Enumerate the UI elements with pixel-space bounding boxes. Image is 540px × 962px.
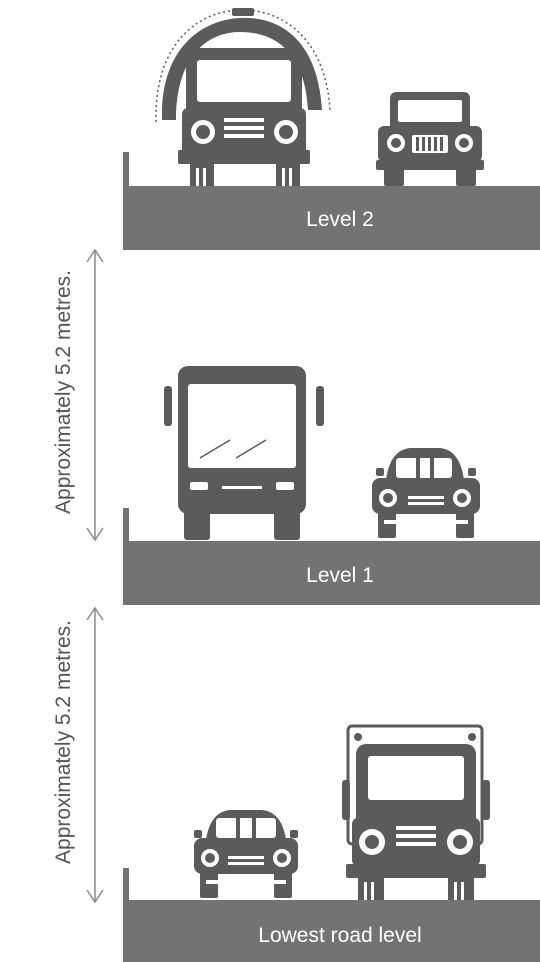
- arrow-down-icon: [86, 889, 104, 904]
- level-2-slab: [123, 186, 540, 250]
- level-1-group: Level 1: [123, 366, 540, 605]
- level-1-slab: [123, 541, 540, 605]
- lowest-level-slab: [123, 900, 540, 962]
- lowest-level-label: Lowest road level: [258, 924, 421, 947]
- arrow-down-icon: [86, 527, 104, 542]
- level-2-curb: [123, 152, 129, 188]
- arrow-up-icon: [86, 248, 104, 263]
- level-2-label: Level 2: [306, 208, 374, 231]
- arrow-up-icon: [86, 606, 104, 621]
- lowest-level-curb: [123, 868, 129, 904]
- lowest-level-group: Lowest road level: [123, 724, 540, 962]
- level-1-label: Level 1: [306, 564, 374, 587]
- car-icon: [372, 448, 480, 538]
- clearance-label-upper: Approximately 5.2 metres.: [52, 270, 75, 514]
- car-icon: [194, 810, 298, 898]
- level-1-curb: [123, 508, 129, 544]
- bus-icon: [164, 366, 324, 540]
- clearance-marker-upper: Approximately 5.2 metres.: [52, 248, 104, 542]
- box-truck-icon: [342, 724, 490, 900]
- jeep-icon: [376, 92, 484, 186]
- tanker-truck-icon: [155, 8, 331, 186]
- clearance-label-lower: Approximately 5.2 metres.: [52, 620, 75, 864]
- level-2-group: Level 2: [123, 8, 540, 250]
- clearance-marker-lower: Approximately 5.2 metres.: [52, 606, 104, 904]
